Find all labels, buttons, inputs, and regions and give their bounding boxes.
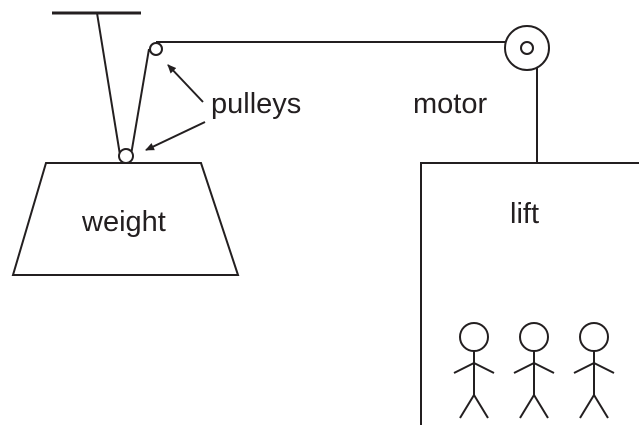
person-icon (573, 322, 615, 419)
motor-label: motor (413, 88, 487, 120)
rope-anchor-segment (96, 12, 121, 156)
counterweight-block (11, 162, 240, 276)
arrow-to-top-pulley (167, 64, 204, 103)
person-icon (513, 322, 555, 419)
weight-pulley (118, 148, 134, 164)
pulleys-label: pulleys (211, 88, 301, 120)
weight-label: weight (81, 206, 166, 238)
lift-passengers (453, 322, 615, 419)
motor-hub (520, 41, 534, 55)
top-pulley (149, 42, 163, 56)
person-icon (453, 322, 495, 419)
lift-car-outline (420, 162, 639, 425)
arrow-to-weight-pulley (145, 121, 206, 151)
lift-label: lift (510, 198, 539, 230)
rope-rising-segment (130, 48, 150, 156)
